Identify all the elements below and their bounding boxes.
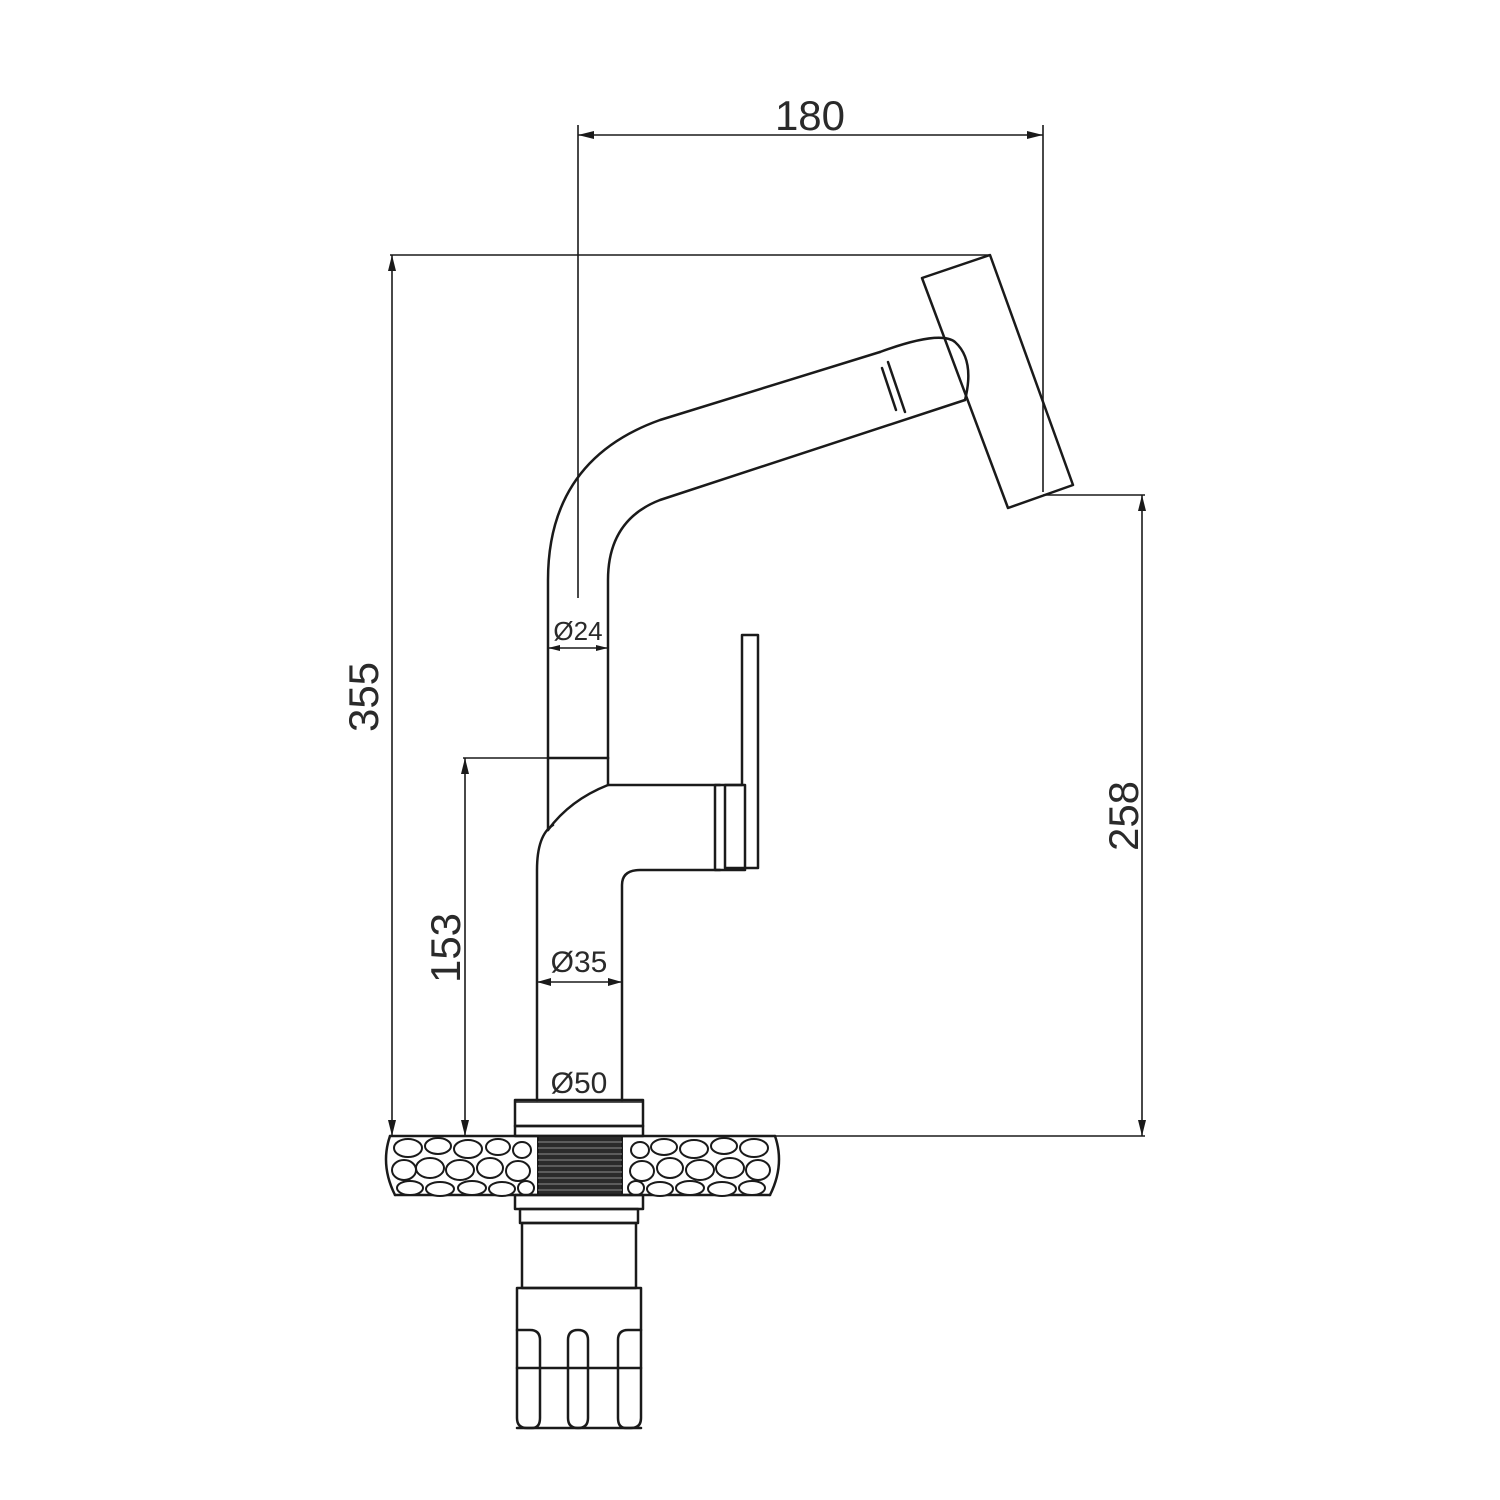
spout-band-2 bbox=[886, 360, 907, 414]
body-collar bbox=[546, 783, 722, 832]
dim-355-arrow-top bbox=[388, 255, 396, 271]
label-spout-reach: 180 bbox=[775, 92, 845, 139]
bracket-leg-middle bbox=[566, 1328, 590, 1430]
faucet-outline bbox=[513, 253, 1075, 1138]
dim-258-arrow-bottom bbox=[1138, 1120, 1146, 1136]
dim-d35-arrow-left bbox=[537, 978, 551, 986]
label-spout-tube-diameter: Ø24 bbox=[553, 616, 602, 646]
label-lever-height: 153 bbox=[422, 913, 469, 983]
countertop-section bbox=[384, 1134, 781, 1197]
fixing-washer bbox=[518, 1207, 640, 1225]
dim-180-arrow-left bbox=[578, 131, 594, 139]
lever-handle bbox=[723, 633, 760, 870]
dim-d35-arrow-right bbox=[608, 978, 622, 986]
spout-tube-right bbox=[606, 398, 967, 760]
countertop-right-edge bbox=[768, 1134, 781, 1197]
fixing-nut bbox=[513, 1193, 645, 1211]
dimension-labels: 180 355 153 258 Ø24 Ø35 Ø50 bbox=[340, 92, 1147, 1100]
dimension-lines bbox=[388, 125, 1146, 1137]
fixing-bracket bbox=[515, 1286, 643, 1370]
under-counter-fixing bbox=[513, 1193, 645, 1430]
fixing-sleeve bbox=[520, 1221, 638, 1290]
dim-355-arrow-bottom bbox=[388, 1120, 396, 1136]
stone-pattern-left bbox=[391, 1137, 535, 1197]
stone-pattern-right bbox=[627, 1137, 771, 1197]
thread-lines bbox=[538, 1141, 622, 1191]
countertop-left-edge bbox=[384, 1134, 397, 1197]
spout-joint bbox=[878, 336, 970, 402]
dim-153-arrow-bottom bbox=[461, 1120, 469, 1136]
lever-cartridge bbox=[713, 783, 747, 872]
label-body-diameter: Ø35 bbox=[551, 946, 608, 979]
label-base-diameter: Ø50 bbox=[551, 1067, 608, 1100]
dim-258-arrow-top bbox=[1138, 495, 1146, 511]
base-flange bbox=[513, 1098, 645, 1128]
label-spout-height: 258 bbox=[1100, 781, 1147, 851]
bracket-leg-right bbox=[616, 1328, 643, 1430]
label-total-height: 355 bbox=[340, 662, 387, 732]
dim-153-arrow-top bbox=[461, 758, 469, 774]
base-plate bbox=[513, 1124, 645, 1138]
spout-tube-left bbox=[546, 350, 882, 760]
spout-band-1 bbox=[880, 366, 898, 412]
dim-d24-arrow-left bbox=[548, 645, 560, 651]
spray-head bbox=[920, 253, 1075, 510]
body-right-edge bbox=[620, 868, 722, 1102]
dim-d24-arrow-right bbox=[596, 645, 608, 651]
bracket-leg-left bbox=[515, 1328, 542, 1430]
dim-180-arrow-right bbox=[1027, 131, 1043, 139]
